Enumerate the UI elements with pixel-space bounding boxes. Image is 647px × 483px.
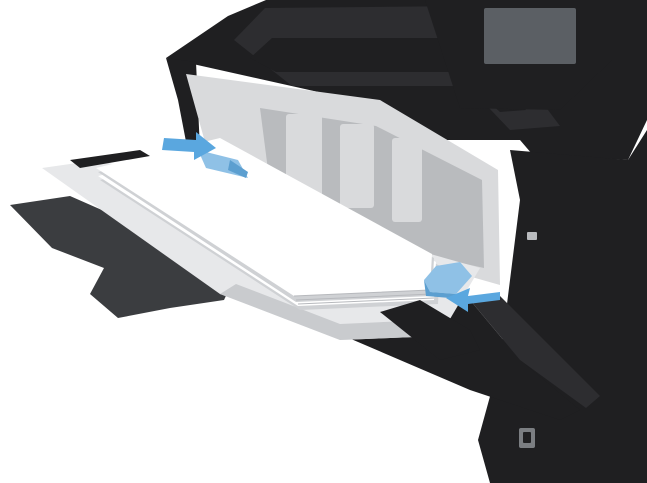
paper-front-edge	[293, 289, 435, 305]
front-panel-slot	[527, 232, 537, 240]
arrow-left-icon	[446, 288, 500, 312]
tray-rail-right	[380, 300, 480, 360]
cavity-slot-right	[340, 124, 374, 208]
right-paper-guide	[424, 262, 472, 294]
paper-stack	[96, 138, 440, 310]
tray-extension	[10, 196, 238, 318]
control-panel-display	[484, 8, 576, 64]
tray-rail-left	[70, 150, 150, 168]
paper-sheet-top	[96, 138, 432, 296]
cavity-slot-far	[392, 138, 422, 222]
tray-door-edge	[470, 296, 600, 408]
arrow-right-icon	[162, 132, 216, 160]
usb-port-icon	[519, 428, 535, 448]
left-paper-guide-shade	[228, 160, 248, 178]
cavity-slot-left	[286, 114, 322, 198]
right-paper-guide-shade	[424, 280, 456, 298]
input-tray-shadow	[220, 284, 440, 340]
